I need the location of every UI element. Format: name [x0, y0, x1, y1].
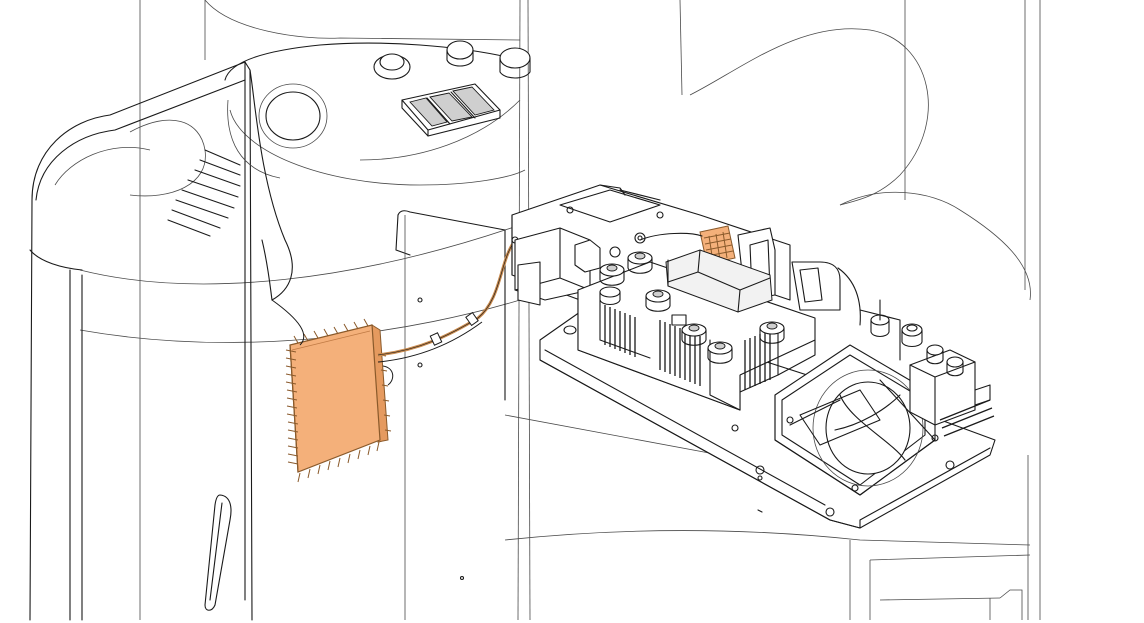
control-knob — [265, 91, 321, 141]
terminal-posts — [563, 251, 785, 364]
contactor-assembly — [859, 299, 995, 437]
round-button-3 — [499, 47, 531, 69]
left-side-cover — [29, 61, 253, 621]
round-button-2 — [446, 40, 474, 60]
cable-clip-1 — [429, 332, 443, 346]
cooling-fan-assembly — [774, 344, 939, 496]
control-console — [224, 40, 531, 301]
motor-controller-unit — [563, 249, 816, 411]
mounting-bracket-plate — [395, 210, 506, 620]
remote-heatsink-module — [285, 318, 392, 483]
rocker-switch-panel — [401, 83, 501, 137]
speaker-grille — [167, 149, 241, 237]
machine-body-outline — [79, 0, 1041, 621]
grab-handle — [204, 494, 232, 611]
fan-impeller — [825, 381, 911, 475]
cable-clip-2 — [465, 311, 479, 327]
